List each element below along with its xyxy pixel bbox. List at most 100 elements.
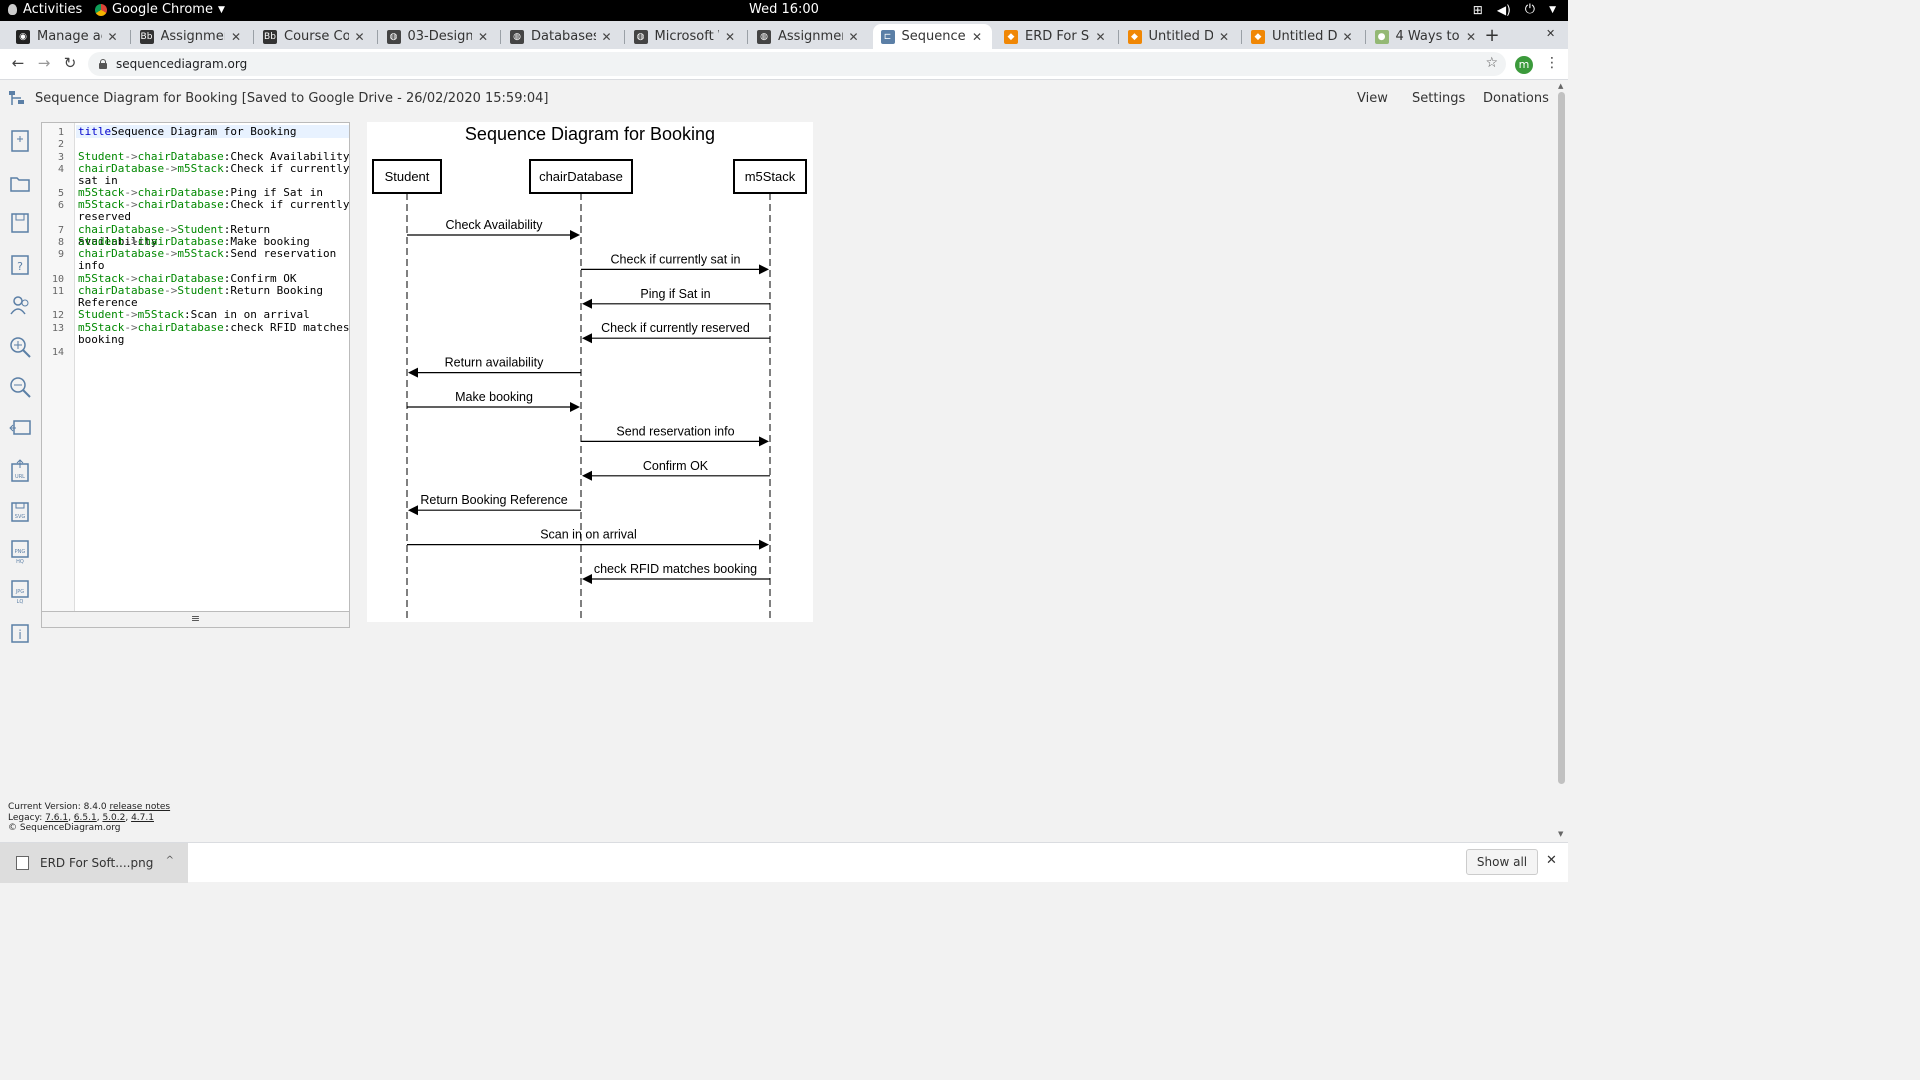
code-line[interactable]: Student->chairDatabase:Check Availabilit…	[78, 150, 350, 163]
open-icon[interactable]	[8, 170, 32, 196]
save-icon[interactable]	[8, 210, 32, 236]
scroll-down-icon[interactable]: ▼	[1558, 830, 1564, 838]
help-icon[interactable]: ?	[8, 252, 32, 278]
code-participant: chairDatabase	[137, 186, 224, 199]
info-icon[interactable]: i	[8, 620, 32, 646]
chrome-icon	[95, 3, 107, 16]
code-text: Sequence Diagram for Booking	[111, 125, 297, 138]
tab-5[interactable]: ◍Microsoft W✕	[626, 24, 746, 49]
tab-close-icon[interactable]: ✕	[601, 29, 612, 44]
code-line[interactable]: titleSequence Diagram for Booking	[78, 125, 350, 138]
export-svg-icon[interactable]: SVG	[8, 498, 32, 524]
code-line[interactable]: chairDatabase->Student:Return Booking Re…	[78, 284, 350, 309]
export-url-icon[interactable]: URL	[8, 458, 32, 484]
profile-avatar[interactable]: m	[1515, 56, 1533, 74]
chevron-up-icon[interactable]: ^	[165, 855, 174, 866]
bookmark-star-icon[interactable]: ☆	[1485, 55, 1498, 71]
new-tab-button[interactable]: +	[1484, 25, 1500, 46]
show-all-button[interactable]: Show all	[1466, 849, 1538, 875]
svg-text:JPG: JPG	[15, 589, 24, 595]
tab-separator	[623, 30, 625, 44]
code-line[interactable]: Student->m5Stack:Scan in on arrival	[78, 308, 350, 321]
system-tray[interactable]: ⊞ ◀) ⏻ ▼	[1473, 2, 1556, 17]
zoom-out-icon[interactable]	[8, 374, 32, 400]
tab-close-icon[interactable]: ✕	[724, 29, 736, 44]
code-line[interactable]: chairDatabase->m5Stack:Check if currentl…	[78, 162, 350, 187]
message-label-3: Check if currently reserved	[601, 321, 750, 335]
menu-view[interactable]: View	[1357, 91, 1388, 106]
code-line[interactable]: chairDatabase->m5Stack:Send reservation …	[78, 247, 350, 273]
release-notes-link[interactable]: release notes	[109, 802, 171, 812]
menu-settings[interactable]: Settings	[1412, 91, 1466, 106]
clock[interactable]: Wed 16:00	[749, 2, 819, 17]
legacy-link-2[interactable]: 5.0.2	[102, 812, 126, 823]
download-item[interactable]: ERD For Soft....png ^	[0, 843, 188, 883]
line-number: 2	[57, 139, 64, 150]
activities-button[interactable]: Activities	[8, 2, 82, 17]
tab-0[interactable]: ◉Manage acce✕	[8, 24, 128, 49]
forward-icon[interactable]: →	[37, 54, 51, 72]
scroll-up-icon[interactable]: ▲	[1558, 82, 1564, 90]
code-keyword: title	[78, 125, 112, 138]
line-number: 6	[57, 200, 64, 211]
address-bar[interactable]: sequencediagram.org ☆	[88, 52, 1506, 76]
code-line[interactable]: m5Stack->chairDatabase:Ping if Sat in	[78, 186, 350, 199]
tab-close-icon[interactable]: ✕	[1342, 29, 1353, 44]
tab-close-icon[interactable]: ✕	[1218, 29, 1230, 44]
scrollbar-thumb[interactable]	[1558, 92, 1565, 784]
code-line[interactable]: Student->chairDatabase:Make booking	[78, 235, 350, 248]
app-header: Sequence Diagram for Booking [Saved to G…	[0, 80, 1556, 118]
tab-6[interactable]: ◍AssignmentB✕	[749, 24, 869, 49]
legacy-link-1[interactable]: 6.5.1	[73, 812, 97, 823]
tab-label: 4 Ways to Ta	[1395, 29, 1461, 44]
tab-search-icon[interactable]: ✕	[1546, 27, 1556, 40]
code-text: :Send reservation info	[78, 247, 343, 273]
tab-9[interactable]: ◆Untitled Diag✕	[1120, 24, 1240, 49]
tab-close-icon[interactable]: ✕	[971, 29, 983, 44]
tab-close-icon[interactable]: ✕	[354, 29, 365, 44]
chrome-menu-icon[interactable]: ⋮	[1545, 55, 1559, 71]
message-label-0: Check Availability	[445, 218, 543, 232]
code-line[interactable]: m5Stack->chairDatabase:Confirm OK	[78, 272, 350, 285]
editor-resize-handle[interactable]: ≡	[42, 611, 349, 627]
tab-close-icon[interactable]: ✕	[230, 29, 242, 44]
users-icon[interactable]	[8, 292, 32, 318]
code-line[interactable]: m5Stack->chairDatabase:check RFID matche…	[78, 321, 350, 346]
tab-4[interactable]: ◍Databases (C✕	[502, 24, 622, 49]
tab-10[interactable]: ◆Untitled Diag✕	[1243, 24, 1363, 49]
tab-11[interactable]: ●4 Ways to Ta✕	[1367, 24, 1487, 49]
tab-1[interactable]: BbAssignment E✕	[132, 24, 252, 49]
message-arrowhead-6	[759, 436, 769, 447]
tab-close-icon[interactable]: ✕	[477, 29, 489, 44]
zoom-in-icon[interactable]	[8, 334, 32, 360]
code-text: :Check Availability	[223, 150, 350, 163]
app-menu[interactable]: Google Chrome ▼	[95, 2, 225, 17]
tab-close-icon[interactable]: ✕	[848, 29, 859, 44]
present-icon[interactable]	[8, 416, 32, 442]
legacy-link-3[interactable]: 4.7.1	[131, 812, 154, 823]
message-label-5: Make booking	[455, 390, 533, 404]
tab-3[interactable]: ◍03-Design-P✕	[379, 24, 499, 49]
code-arrow: ->	[164, 223, 178, 236]
message-arrowhead-5	[570, 402, 580, 412]
legacy-link-0[interactable]: 7.6.1	[45, 812, 69, 823]
reload-icon[interactable]: ↻	[63, 54, 77, 72]
menu-donations[interactable]: Donations	[1483, 91, 1549, 106]
code-line[interactable]: chairDatabase->Student:Return availabili…	[78, 223, 350, 248]
page-scrollbar[interactable]: ▲ ▼	[1556, 80, 1568, 842]
new-icon[interactable]	[8, 128, 32, 154]
back-icon[interactable]: ←	[11, 54, 25, 72]
network-icon: ⊞	[1472, 2, 1483, 17]
code-line[interactable]: m5Stack->chairDatabase:Check if currentl…	[78, 198, 350, 223]
close-icon[interactable]: ✕	[1546, 853, 1557, 868]
tab-8[interactable]: ◆ERD For Soft✕	[996, 24, 1116, 49]
tab-close-icon[interactable]: ✕	[107, 29, 118, 44]
tab-close-icon[interactable]: ✕	[1465, 29, 1477, 44]
tab-close-icon[interactable]: ✕	[1095, 29, 1106, 44]
tab-7[interactable]: ⊏Sequence Di✕	[872, 24, 992, 49]
